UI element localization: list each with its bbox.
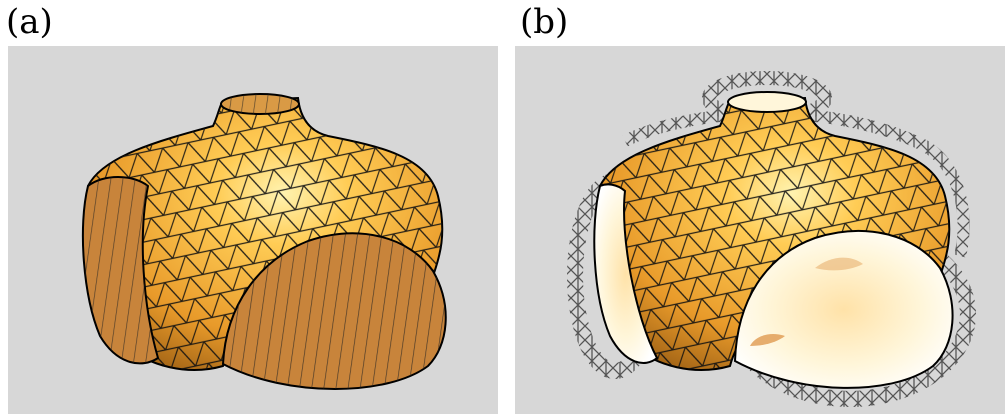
open-top-hole [727, 91, 807, 113]
closed-mesh-render [81, 93, 447, 390]
cage-outer-ring [622, 107, 970, 258]
open-mesh-with-cage-render [567, 71, 976, 407]
panel-b-render [515, 46, 1005, 414]
panel-a-render [8, 46, 498, 414]
front-cut-face [221, 232, 447, 390]
front-opening-interior [733, 230, 954, 389]
left-opening-interior [593, 183, 659, 364]
top-cap [220, 93, 300, 115]
left-cut-face [81, 176, 160, 365]
panel-label-a: (a) [6, 2, 53, 42]
panel-label-b: (b) [520, 2, 569, 42]
